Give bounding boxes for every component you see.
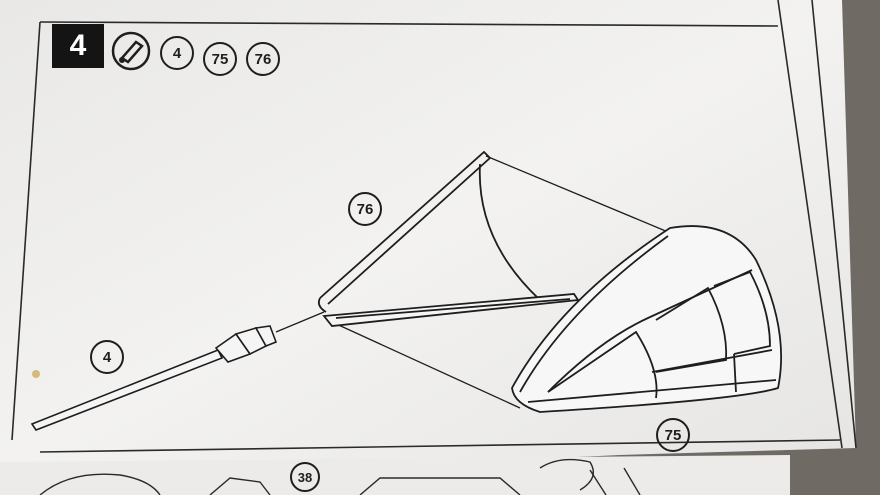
step-number-badge: 4 (52, 24, 104, 68)
part-rod-4 (30, 325, 278, 431)
header-callout-part-4: 4 (160, 36, 194, 70)
paper-stain (32, 370, 40, 378)
lower-sheet-parts (39, 458, 641, 495)
part-75-canopy (511, 225, 783, 413)
header-callout-part-75: 75 (203, 42, 237, 76)
callout-part-75: 75 (656, 418, 690, 452)
callout-part-4: 4 (90, 340, 124, 374)
part-76-sail (317, 150, 580, 327)
glue-tube-icon (111, 31, 151, 71)
callout-part-76: 76 (348, 192, 382, 226)
lower-sheet (0, 455, 790, 495)
guide-lines (275, 155, 669, 409)
callout-part-38: 38 (290, 462, 320, 492)
header-callout-part-76: 76 (246, 42, 280, 76)
step-frame (11, 0, 857, 453)
